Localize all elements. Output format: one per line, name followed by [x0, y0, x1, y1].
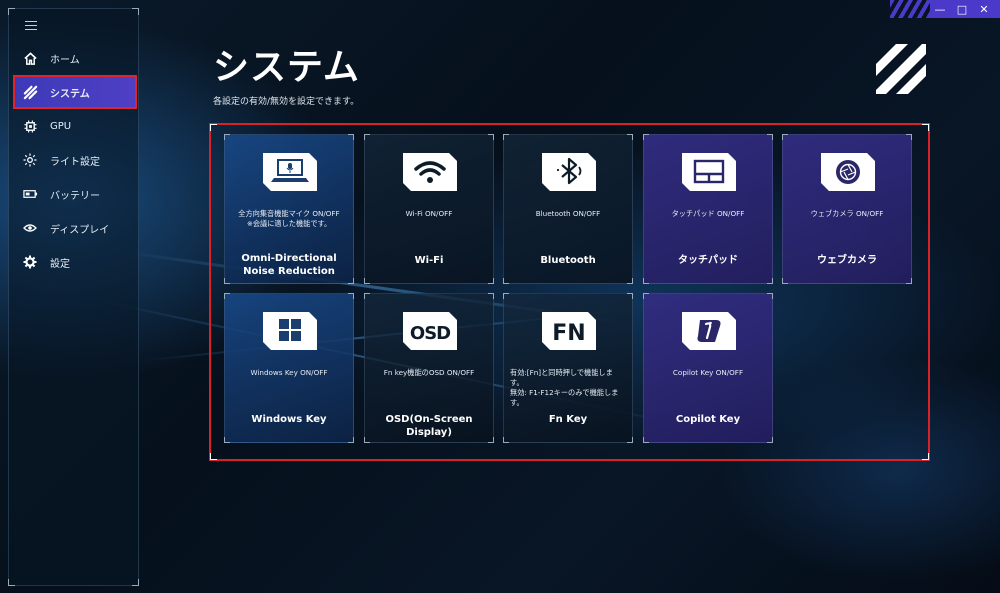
copilot-key-icon [682, 312, 736, 350]
tile-name: Fn Key [548, 414, 588, 425]
system-icon [22, 84, 38, 100]
tile-name: Wi-Fi [414, 255, 444, 266]
light-icon [22, 152, 38, 168]
page-subtitle: 各設定の有効/無効を設定できます。 [213, 97, 360, 107]
sidebar-item-label: バッテリー [50, 190, 100, 202]
gear-icon [22, 254, 38, 270]
svg-text:FN: FN [552, 321, 585, 346]
tile-description: Windows Key ON/OFF [250, 368, 328, 377]
tile-wifi[interactable]: Wi-Fi ON/OFF Wi-Fi [364, 134, 494, 284]
sidebar-item-home[interactable]: ホーム [9, 41, 138, 75]
window-decoration [890, 0, 940, 18]
tile-windows-key[interactable]: Windows Key ON/OFF Windows Key [224, 293, 354, 443]
tile-description: 全方向集音機能マイク ON/OFF ※会議に適した機能です。 [238, 209, 340, 228]
tile-description: Copilot Key ON/OFF [672, 368, 744, 377]
tile-osd[interactable]: OSD Fn key機能のOSD ON/OFF OSD(On-Screen Di… [364, 293, 494, 443]
tile-name: Omni-Directional Noise Reduction [241, 253, 337, 277]
wifi-icon [403, 153, 457, 191]
tile-fn-key[interactable]: FN 有効:[Fn]と同時押しで機能します。 無効: F1-F12キーのみで機能… [503, 293, 633, 443]
tile-omni-directional-noise-reduction[interactable]: 全方向集音機能マイク ON/OFF ※会議に適した機能です。 Omni-Dire… [224, 134, 354, 284]
tile-touchpad[interactable]: タッチパッド ON/OFF タッチパッド [643, 134, 773, 284]
tile-webcam[interactable]: ウェブカメラ ON/OFF ウェブカメラ [782, 134, 912, 284]
sidebar-item-label: システム [50, 88, 90, 100]
laptop-mic-icon [263, 153, 317, 191]
tile-bluetooth[interactable]: Bluetooth ON/OFF Bluetooth [503, 134, 633, 284]
sidebar-item-battery[interactable]: バッテリー [9, 177, 138, 211]
home-icon [22, 50, 38, 66]
tile-description: Wi-Fi ON/OFF [405, 209, 453, 218]
tile-name: Copilot Key [675, 414, 741, 425]
bluetooth-icon [542, 153, 596, 191]
tile-description: Fn key機能のOSD ON/OFF [383, 368, 475, 377]
tile-name: ウェブカメラ [817, 255, 877, 266]
sidebar: ホーム システム GPU ライト設定 バッテリー [8, 8, 139, 586]
close-button[interactable]: ✕ [979, 2, 989, 16]
tile-name: Windows Key [251, 414, 327, 425]
gpu-chip-icon [22, 118, 38, 134]
system-toggle-grid [209, 123, 930, 461]
fn-key-icon: FN [542, 312, 596, 350]
sidebar-item-label: 設定 [50, 258, 70, 270]
display-eye-icon [22, 220, 38, 236]
sidebar-item-settings[interactable]: 設定 [9, 245, 138, 279]
minimize-button[interactable]: — [934, 2, 946, 16]
tile-name: タッチパッド [678, 255, 738, 266]
svg-text:OSD: OSD [410, 323, 450, 344]
sidebar-item-gpu[interactable]: GPU [9, 109, 138, 143]
sidebar-item-label: GPU [50, 120, 72, 132]
camera-shutter-icon [821, 153, 875, 191]
sidebar-item-light[interactable]: ライト設定 [9, 143, 138, 177]
tile-description: 有効:[Fn]と同時押しで機能します。 無効: F1-F12キーのみで機能しま … [510, 368, 619, 407]
window-controls: — □ ✕ [890, 0, 1000, 18]
sidebar-item-label: ライト設定 [50, 156, 100, 168]
sidebar-item-system[interactable]: システム [13, 75, 137, 109]
tile-copilot-key[interactable]: Copilot Key ON/OFF Copilot Key [643, 293, 773, 443]
hamburger-icon[interactable] [25, 21, 37, 31]
windows-key-icon [263, 312, 317, 350]
sidebar-item-display[interactable]: ディスプレイ [9, 211, 138, 245]
maximize-button[interactable]: □ [956, 2, 968, 16]
tile-description: ウェブカメラ ON/OFF [810, 209, 884, 218]
page-title: システム [213, 47, 360, 88]
window-title-bar: — □ ✕ [930, 0, 1000, 18]
tile-name: OSD(On-Screen Display) [385, 414, 473, 438]
tile-description: タッチパッド ON/OFF [671, 209, 745, 218]
touchpad-icon [682, 153, 736, 191]
osd-icon: OSD [403, 312, 457, 350]
tile-description: Bluetooth ON/OFF [535, 209, 601, 218]
tile-name: Bluetooth [540, 255, 596, 266]
sidebar-item-label: ディスプレイ [50, 224, 110, 236]
sidebar-item-label: ホーム [50, 54, 80, 66]
brand-logo-icon [874, 42, 928, 96]
battery-icon [22, 186, 38, 202]
